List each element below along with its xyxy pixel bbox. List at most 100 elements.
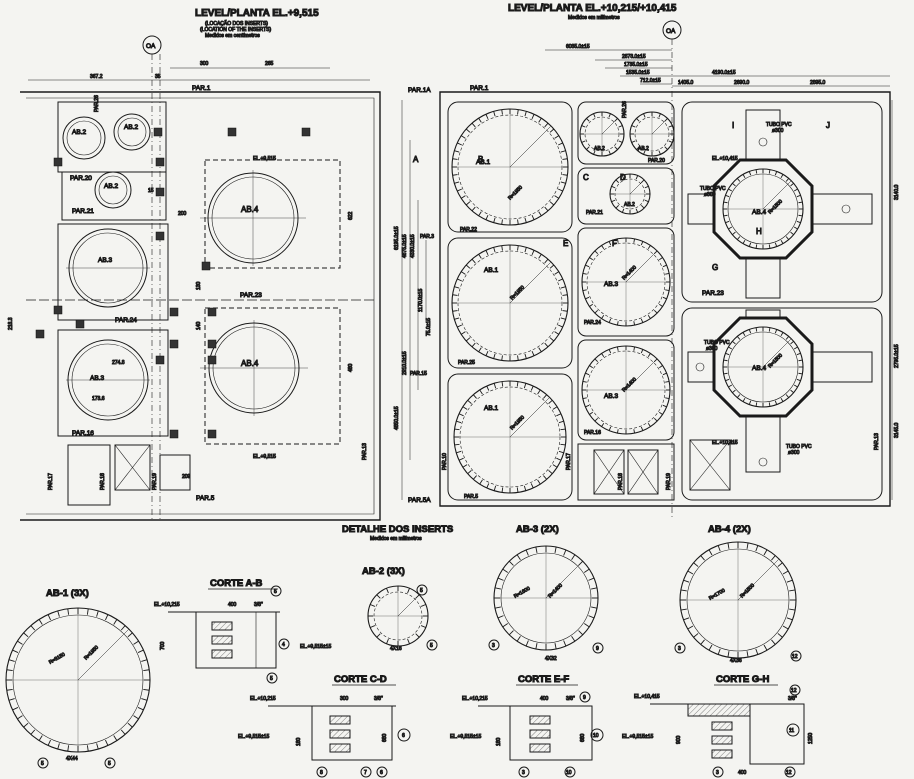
axis-label-right: OA — [666, 28, 676, 35]
left-dim-200: 200 — [178, 211, 187, 217]
dim-300: 300 — [200, 61, 209, 67]
right-par22: PAR.22 — [460, 227, 477, 233]
left-plan-subtitle-1: (LOCAÇÃO DOS INSERTS) — [205, 20, 268, 27]
corte-ab-b5b — [266, 672, 278, 684]
right-dim-4875: 4875.0±15 — [402, 234, 408, 258]
left-dim-15: 15 — [148, 188, 154, 194]
left-circle-ab2-b — [113, 113, 151, 151]
right-ab4-a: AB.4 — [752, 209, 766, 216]
left-cell-8 — [114, 444, 151, 491]
left-circle-ab2-b-inner — [117, 117, 147, 147]
corte-ab-400: 400 — [228, 602, 237, 608]
left-plan-subtitle-3: Medidos em centímetros — [205, 33, 260, 39]
ab3-title: AB-3 (2X) — [516, 524, 559, 535]
right-dim-6085: 6085.0±15 — [566, 44, 590, 50]
ab2-bubble-5 — [416, 584, 428, 596]
right-r-5: R=1400 — [621, 377, 638, 394]
ab2-bubble-5b — [426, 639, 438, 651]
right-par21: PAR.21 — [586, 210, 603, 216]
ab3-b9: 9 — [596, 646, 599, 652]
ab4-bubble-12 — [790, 650, 802, 662]
left-plan-title: LEVEL/PLANTA EL.+9,515 — [195, 8, 319, 19]
left-par1: PAR.1 — [192, 85, 211, 92]
right-ring-ab1-b — [451, 244, 569, 362]
corte-ef-body — [509, 705, 593, 761]
right-el-2: EL.+10,415 — [712, 440, 738, 446]
corte-ab-body — [195, 611, 277, 669]
left-dim-480: 480 — [348, 363, 354, 372]
corte-cd-180: 180 — [296, 737, 302, 746]
left-par23: PAR.23 — [240, 292, 262, 299]
left-ab4-b: AB.4 — [241, 359, 259, 368]
left-dim-622: 622 — [348, 211, 354, 220]
corte-gh-n12b: 12 — [786, 770, 792, 776]
right-par25: PAR.25 — [458, 360, 475, 366]
left-par21: PAR.21 — [72, 208, 94, 215]
corte-gh-title: CORTE G-H — [716, 674, 769, 685]
right-ab1-c: AB.1 — [484, 405, 498, 412]
right-ring-ab3-b — [581, 345, 671, 435]
corte-gh-b12b — [784, 766, 796, 778]
left-ab2-b: AB.2 — [124, 124, 138, 131]
right-tubo-4: TUBO PVC — [786, 444, 812, 450]
corte-ef-title: CORTE E-F — [518, 674, 569, 685]
right-plan-subtitle: Medidos em milímetros — [568, 15, 620, 21]
ab1-n: 4X44 — [66, 756, 78, 762]
right-arm-2r — [811, 351, 873, 383]
right-tubo-4d: ø300 — [788, 450, 800, 456]
right-par5a: PAR.5A — [408, 497, 431, 504]
right-dim-4190: 4190.0±15 — [712, 70, 736, 76]
section-i: I — [732, 121, 734, 130]
corte-cd-n6b: 6 — [380, 770, 383, 776]
section-g: G — [712, 263, 718, 272]
corte-gh-900: 900 — [676, 735, 682, 744]
ab4-r2: R=1500 — [739, 583, 756, 600]
ab1-r2: R=1950 — [83, 645, 100, 662]
right-cell-12 — [627, 449, 659, 495]
right-ab1-a: AB.1 — [476, 159, 490, 166]
left-el-1: EL.+9,515 — [253, 156, 276, 162]
corte-ef-hatch-1 — [529, 715, 551, 725]
detail-ring-ab2 — [367, 585, 429, 647]
right-ab1-b: AB.1 — [484, 267, 498, 274]
ab4-r1: R=1700 — [708, 588, 726, 602]
right-par16: PAR.16 — [584, 430, 601, 436]
left-cell-7 — [67, 444, 111, 506]
corte-ef-n3: 3 — [522, 770, 525, 776]
left-dim-218: 218.3 — [8, 317, 14, 330]
right-cell-3 — [447, 373, 573, 501]
right-ring-ab1-c — [453, 380, 567, 494]
section-j: J — [826, 121, 830, 130]
right-arm-2l — [687, 351, 715, 383]
right-cell-11 — [593, 449, 625, 495]
right-circles — [451, 108, 804, 494]
detail-title: DETALHE DOS INSERTS — [342, 524, 453, 535]
right-dim-1170: 1170.0±15 — [418, 289, 424, 312]
corte-gh-400: 400 — [738, 770, 747, 776]
corte-cd-hatch-3 — [329, 743, 351, 753]
corte-ef-b3 — [518, 766, 530, 778]
right-pvc-2 — [841, 204, 851, 214]
right-tubo-3d: ø300 — [706, 346, 718, 352]
right-ab3-a: AB.3 — [604, 281, 618, 288]
right-r-3: R=1950 — [509, 415, 526, 432]
corte-gh-body — [749, 703, 805, 765]
right-par17: PAR.17 — [566, 453, 572, 470]
right-par1a: PAR.1A — [408, 87, 431, 94]
left-slab-inner — [26, 97, 375, 515]
right-par19: PAR.19 — [666, 473, 672, 490]
details: DETALHE DOS INSERTS Medidos em milímetro… — [5, 524, 815, 778]
left-circle-ab2-a-inner — [66, 120, 102, 156]
corte-ef-b10 — [590, 728, 604, 742]
right-plan: LEVEL/PLANTA EL.+10,215/+10,415 Medidos … — [394, 3, 901, 520]
ab4-n: 4X36 — [730, 658, 742, 664]
right-pvc-3 — [695, 362, 705, 372]
left-circle-ab2-c — [94, 171, 132, 209]
left-slab-outline — [20, 91, 381, 521]
corte-cd-n8: 8 — [320, 770, 323, 776]
right-arm-1r — [811, 193, 873, 225]
right-par24: PAR.24 — [584, 320, 601, 326]
corte-ab-el2: EL.+9,515±15 — [300, 644, 331, 650]
ab2-b5: 5 — [420, 588, 423, 594]
